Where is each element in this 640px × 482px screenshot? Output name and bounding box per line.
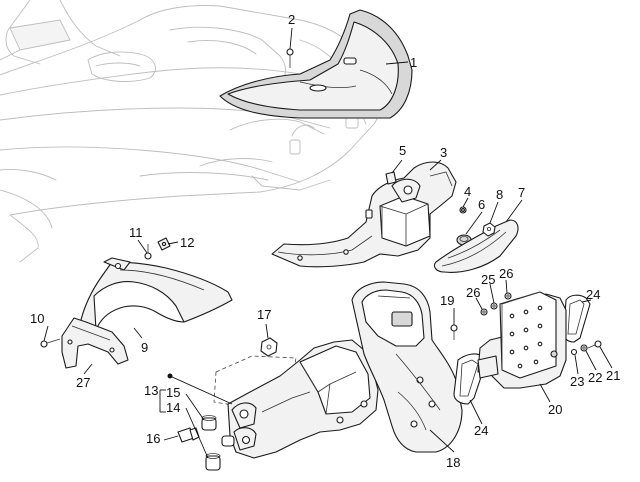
- callout-22: 22: [588, 370, 602, 385]
- plate-holes: [509, 305, 558, 369]
- callout-8: 8: [496, 187, 503, 202]
- scooter-body-ghost: [0, 0, 383, 263]
- part-25-washer: [490, 302, 498, 310]
- part-26-nut-right: [504, 292, 512, 300]
- part-23-nut: [570, 348, 578, 356]
- leader-lines: [43, 27, 613, 459]
- part-18-inner-fender: [351, 281, 463, 453]
- part-13-engine-bracket: [213, 339, 379, 459]
- part-20-license-plate-holder: [477, 291, 567, 389]
- callout-labels: 1 2 3 4 5 6 7 8 9 10 11 12 13 14 15 16 1…: [30, 12, 620, 470]
- part-27-support-bracket: [61, 317, 129, 369]
- callout-24-bottom: 24: [474, 423, 488, 438]
- part-24-gasket-right: [562, 294, 591, 343]
- part-5-clip: [385, 171, 397, 185]
- part-11-screw: [144, 244, 152, 260]
- part-17-nut: [260, 337, 278, 357]
- callout-7: 7: [518, 185, 525, 200]
- part-16-bolt: [177, 427, 200, 443]
- callout-1: 1: [410, 55, 417, 70]
- callout-3: 3: [440, 145, 447, 160]
- part-19-screw: [450, 324, 458, 340]
- callout-14: 14: [166, 400, 180, 415]
- callout-23: 23: [570, 374, 584, 389]
- part-14-spacer: [205, 453, 221, 471]
- callout-13: 13: [144, 383, 158, 398]
- callout-21: 21: [606, 368, 620, 383]
- callout-27: 27: [76, 375, 90, 390]
- part-4-grommet: [459, 206, 467, 214]
- part-8-nut: [482, 222, 496, 237]
- part-21-screw: [587, 340, 602, 349]
- part-22-washer: [580, 344, 588, 352]
- part-12-clip-nut: [157, 237, 171, 251]
- callout-4: 4: [464, 184, 471, 199]
- part-7-reflector-lens: [433, 219, 519, 273]
- callout-24-right: 24: [586, 287, 600, 302]
- callout-12: 12: [180, 235, 194, 250]
- part-1-upper-cover: [219, 9, 413, 119]
- callout-11: 11: [129, 225, 143, 240]
- callout-5: 5: [399, 143, 406, 158]
- callout-15: 15: [166, 385, 180, 400]
- callout-25: 25: [481, 272, 495, 287]
- callout-26-left: 26: [466, 285, 480, 300]
- callout-6: 6: [478, 197, 485, 212]
- callout-18: 18: [446, 455, 460, 470]
- callout-19: 19: [440, 293, 454, 308]
- callout-10: 10: [30, 311, 44, 326]
- callout-16: 16: [146, 431, 160, 446]
- part-9-rear-mudguard: [79, 257, 233, 331]
- callout-26-right: 26: [499, 266, 513, 281]
- part-3-rear-frame-bracket: [271, 161, 457, 268]
- part-15-spacer: [201, 415, 217, 431]
- callout-2: 2: [288, 12, 295, 27]
- callout-9: 9: [141, 340, 148, 355]
- callout-20: 20: [548, 402, 562, 417]
- part-26-nut-left: [480, 308, 488, 316]
- part-15-bushing: [221, 435, 235, 447]
- part-2-screw: [286, 48, 294, 68]
- callout-17: 17: [257, 307, 271, 322]
